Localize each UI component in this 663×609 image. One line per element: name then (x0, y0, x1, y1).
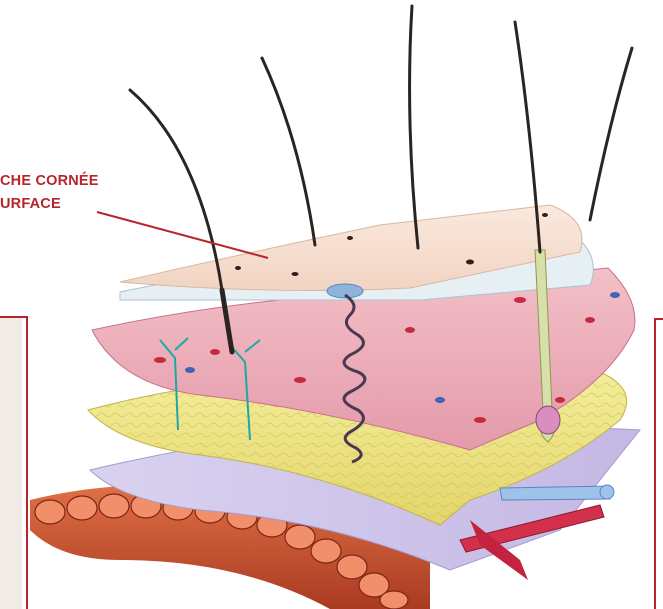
layer-label-line2: URFACE (0, 196, 61, 212)
right-panel-bracket (654, 318, 663, 609)
pointer-line (97, 212, 268, 258)
side-panel-border (0, 316, 28, 609)
layer-label-line1: CHE CORNÉE (0, 173, 99, 189)
